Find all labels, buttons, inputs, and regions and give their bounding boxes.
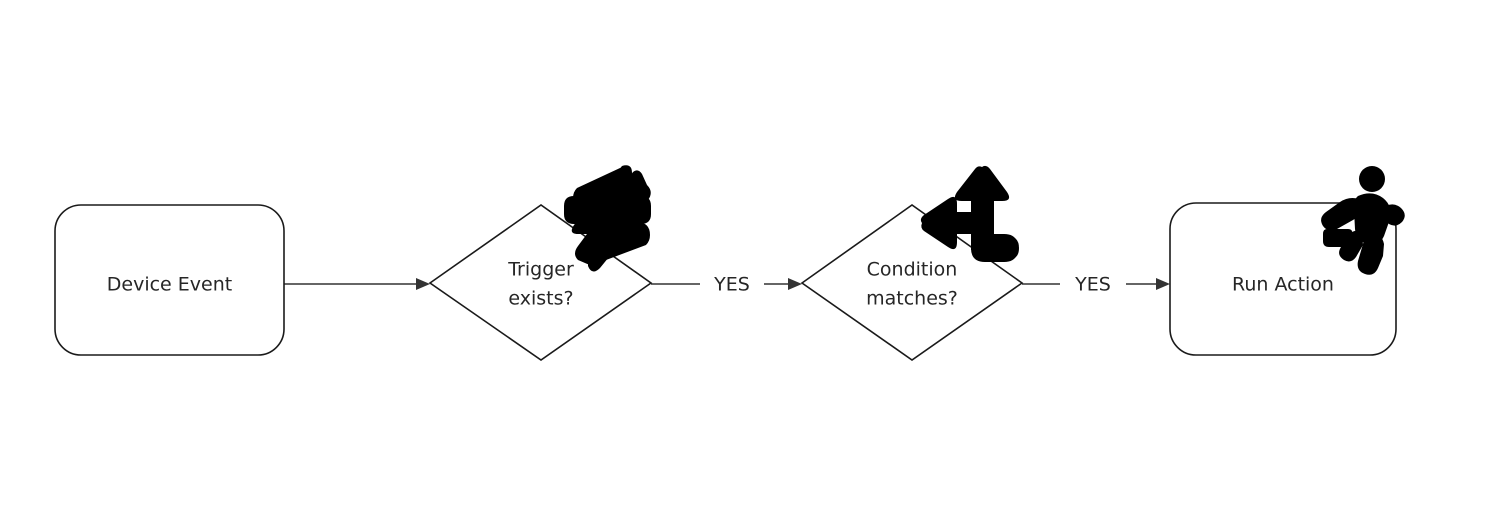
edge-trigger-to-condition: YES: [651, 274, 802, 296]
node-label-trigger-line2: exists?: [508, 288, 573, 310]
arrow-head-icon: [788, 278, 802, 290]
edge-device-event-to-trigger: [284, 278, 430, 290]
node-label-condition-line1: Condition: [867, 259, 958, 281]
node-shape-diamond[interactable]: [428, 204, 653, 361]
branch-arrow-icon: [920, 165, 1019, 262]
node-label-run-action: Run Action: [1232, 274, 1334, 296]
node-label-device-event: Device Event: [107, 274, 232, 296]
running-person-icon: [1321, 166, 1405, 275]
node-shape-diamond[interactable]: [800, 204, 1024, 361]
node-condition-matches[interactable]: Condition matches?: [800, 204, 1024, 361]
edge-label-yes-1: YES: [713, 274, 750, 296]
edge-condition-to-action: YES: [1022, 274, 1170, 296]
arrow-head-icon: [1156, 278, 1170, 290]
lightning-bolt-icon: [564, 165, 651, 272]
node-trigger-exists[interactable]: Trigger exists?: [428, 204, 653, 361]
node-device-event[interactable]: Device Event: [54, 204, 285, 356]
edge-label-yes-2: YES: [1074, 274, 1111, 296]
node-label-trigger-line1: Trigger: [507, 259, 574, 281]
node-shape-rounded-rect[interactable]: [54, 204, 285, 356]
arrow-head-icon: [416, 278, 430, 290]
node-label-condition-line2: matches?: [866, 288, 958, 310]
